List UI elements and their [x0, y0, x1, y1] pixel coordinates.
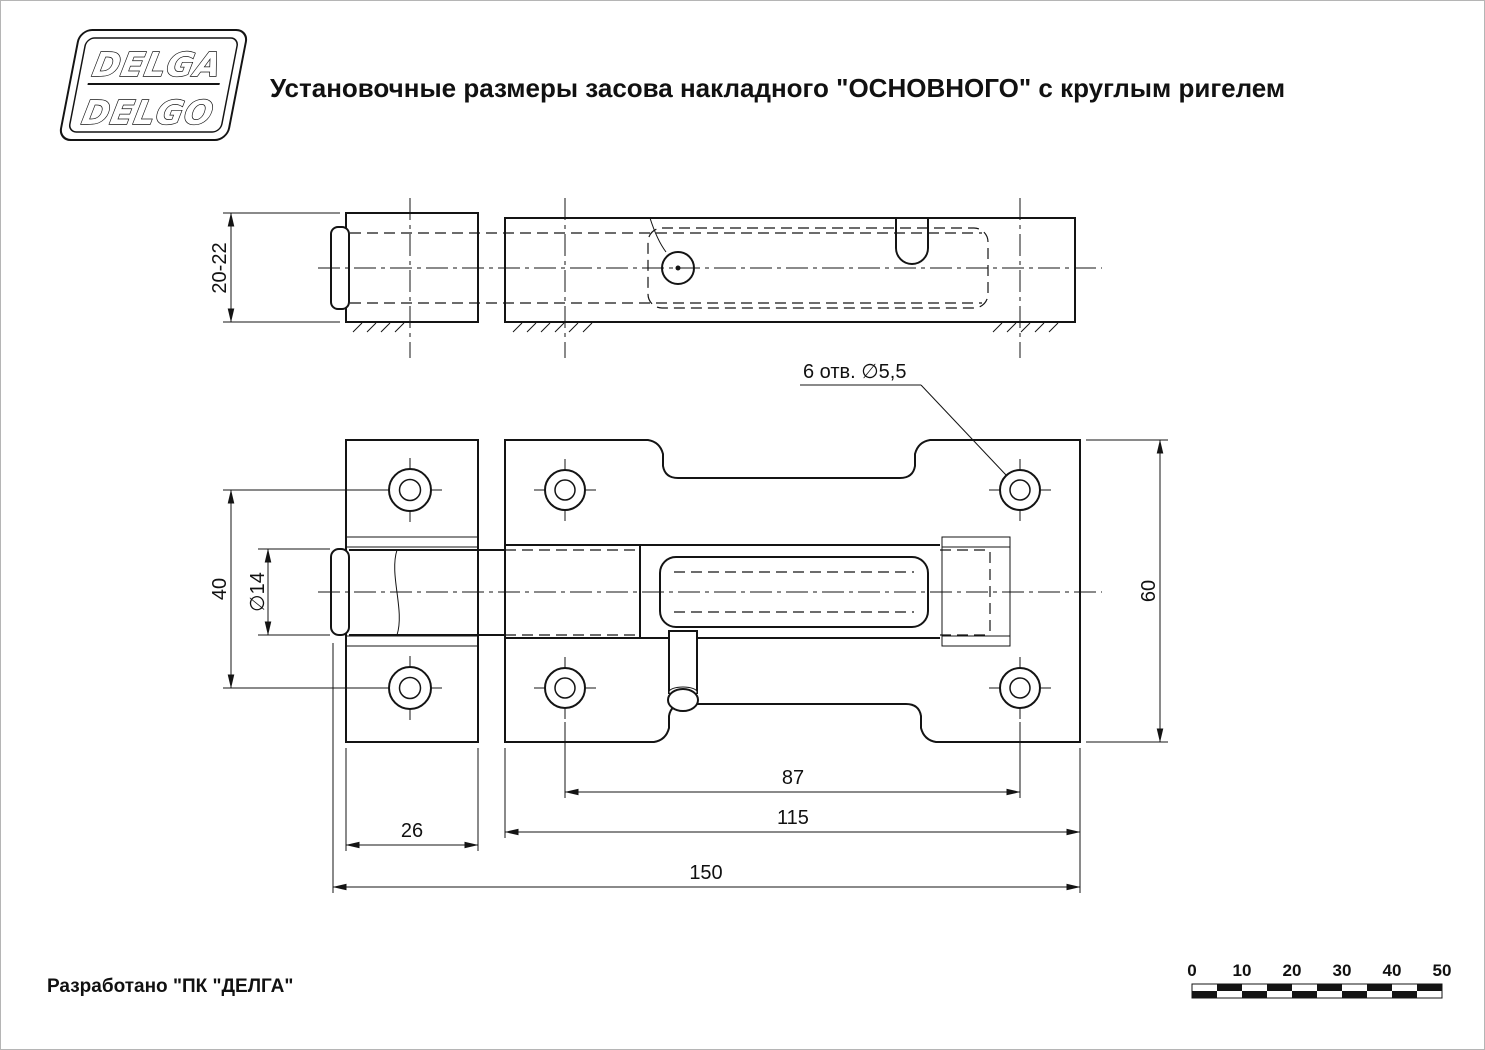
logo-text-top: DELGA — [89, 45, 225, 84]
dim-side-height: 20-22 — [209, 212, 340, 323]
handle — [667, 630, 699, 712]
holes-note-leader: 6 отв. ∅5,5 — [800, 361, 1007, 476]
scale-bar-blocks — [1191, 983, 1443, 999]
dim-150-text: 150 — [689, 862, 722, 884]
dim-dia14-text: ∅14 — [247, 572, 269, 612]
scale-label-30: 30 — [1333, 961, 1352, 980]
front-view — [318, 439, 1102, 743]
dim-body-holes-span: 87 — [564, 722, 1021, 798]
dim-body-height: 60 — [1086, 439, 1168, 743]
scale-label-10: 10 — [1233, 961, 1252, 980]
dim-26-text: 26 — [401, 820, 423, 842]
surface-hatching — [352, 322, 1059, 333]
right-guide-hatch-top — [941, 536, 1011, 548]
scale-bar: 0 10 20 30 40 50 — [1187, 961, 1452, 999]
dim-side-height-text: 20-22 — [209, 242, 231, 293]
dim-60-text: 60 — [1138, 580, 1160, 602]
dim-holes-span-vertical: 40 — [209, 489, 388, 689]
screw-hole — [378, 656, 442, 720]
keeper-hatch-top — [345, 536, 479, 548]
screw-hole — [378, 458, 442, 522]
dimensions: 40 ∅14 60 87 115 — [209, 361, 1168, 893]
scale-label-20: 20 — [1283, 961, 1302, 980]
dim-40-text: 40 — [209, 578, 231, 600]
holes-note-text: 6 отв. ∅5,5 — [803, 361, 907, 383]
dim-keeper-width: 26 — [345, 748, 479, 851]
screw-hole — [989, 657, 1051, 719]
page-title: Установочные размеры засова накладного "… — [270, 73, 1285, 103]
dim-total-length: 150 — [332, 643, 1081, 893]
logo-inner-frame — [68, 37, 238, 133]
hook-slot — [895, 218, 929, 265]
dim-body-width: 115 — [504, 748, 1081, 893]
delga-logo: DELGA DELGO — [59, 29, 248, 141]
lever-slot-curve — [649, 217, 667, 253]
logo-text-bottom: DELGO — [79, 93, 218, 132]
body-side — [504, 217, 1076, 323]
dim-115-text: 115 — [777, 807, 809, 829]
dim-bolt-diameter: ∅14 — [247, 548, 330, 636]
dim-87-text: 87 — [782, 767, 804, 789]
side-view: 20-22 — [209, 198, 1102, 358]
footer-credit: Разработано "ПК "ДЕЛГА" — [47, 976, 293, 997]
screw-hole — [989, 459, 1051, 521]
right-guide-hatch-bottom — [941, 635, 1011, 647]
scale-label-0: 0 — [1187, 961, 1196, 980]
scale-label-50: 50 — [1433, 961, 1452, 980]
screw-hole — [534, 459, 596, 521]
scale-label-40: 40 — [1383, 961, 1402, 980]
screw-hole — [534, 657, 596, 719]
